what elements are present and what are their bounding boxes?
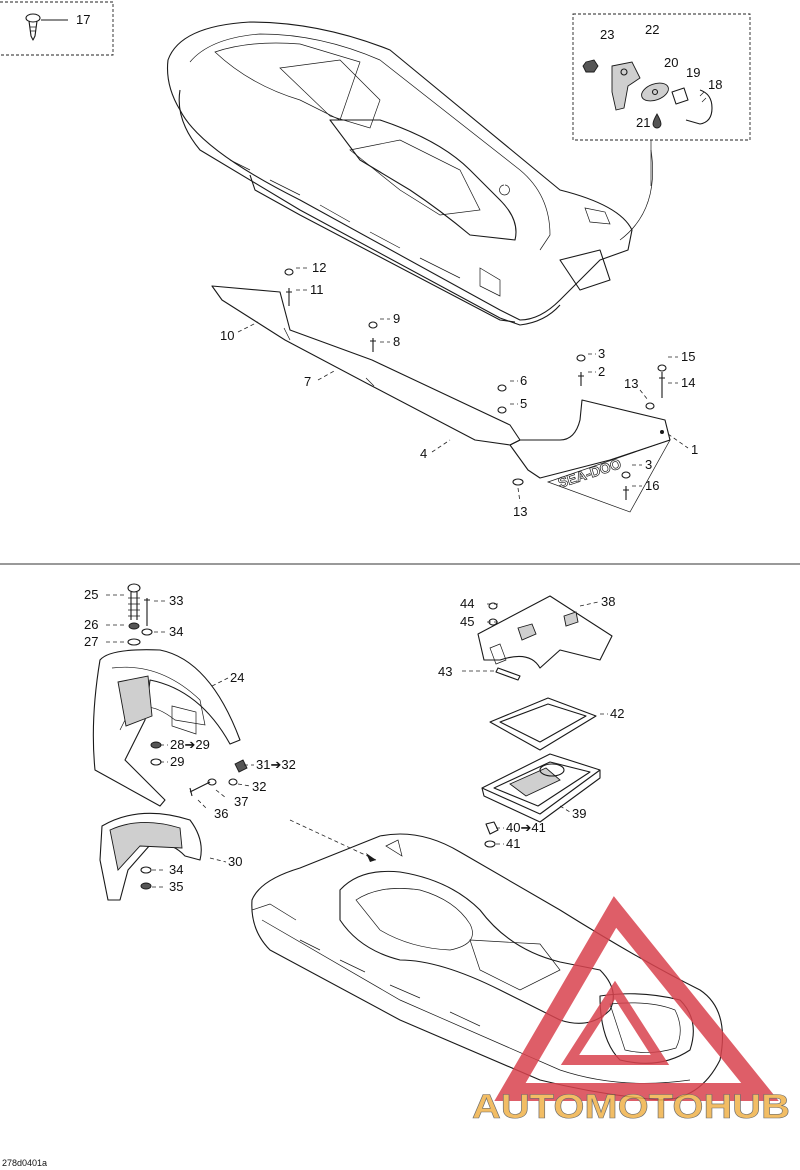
- leaders-bottom: [106, 594, 608, 888]
- automotohub-watermark: AUTOMOTOHUB: [472, 896, 790, 1126]
- callout-15: 15: [681, 349, 695, 364]
- gasket-42: [489, 697, 597, 751]
- callout-24: 24: [230, 670, 244, 685]
- callout-36: 36: [214, 806, 228, 821]
- callout-38: 38: [601, 594, 615, 609]
- side-decal-strip: [211, 285, 521, 446]
- callout-34a: 34: [169, 624, 183, 639]
- bracket-30: [99, 812, 202, 901]
- callout-45: 45: [460, 614, 474, 629]
- callout-44: 44: [460, 596, 474, 611]
- callout-12: 12: [312, 260, 326, 275]
- callout-19: 19: [686, 65, 700, 80]
- decal-logo-text: SEA-DOO: [556, 455, 623, 490]
- nut-23: [582, 59, 599, 73]
- grab-handle-24: [92, 649, 241, 807]
- callout-17: 17: [76, 12, 90, 27]
- watermark-text: AUTOMOTOHUB: [472, 1088, 790, 1126]
- callout-18: 18: [708, 77, 722, 92]
- callout-6: 6: [520, 373, 527, 388]
- upper-deck-drawing: [166, 21, 633, 326]
- callout-25: 25: [84, 587, 98, 602]
- callout-39: 39: [572, 806, 586, 821]
- callout-28: 28➔29: [170, 737, 210, 752]
- callout-21: 21: [636, 115, 650, 130]
- callout-35: 35: [169, 879, 183, 894]
- box-leader: [619, 149, 654, 241]
- callout-10: 10: [220, 328, 234, 343]
- callout-16: 16: [645, 478, 659, 493]
- pin-43: [495, 667, 521, 681]
- callout-37: 37: [234, 794, 248, 809]
- push-rivet-icon: [25, 13, 41, 41]
- drawing-reference: 278d0401a: [2, 1158, 47, 1168]
- callout-20: 20: [664, 55, 678, 70]
- callout-33: 33: [169, 593, 183, 608]
- callout-labels: 17 22 23 20 19 18 21 12 11 10 9 8 7 6 5 …: [2, 12, 722, 1168]
- storage-lid-38: [477, 595, 613, 669]
- callout-2: 2: [598, 364, 605, 379]
- callout-43: 43: [438, 664, 452, 679]
- callout-13a: 13: [624, 376, 638, 391]
- callout-32: 32: [252, 779, 266, 794]
- fasteners-top: [284, 268, 667, 500]
- callout-14: 14: [681, 375, 695, 390]
- callout-8: 8: [393, 334, 400, 349]
- callout-7: 7: [304, 374, 311, 389]
- callout-9: 9: [393, 311, 400, 326]
- callout-3a: 3: [598, 346, 605, 361]
- callout-29: 29: [170, 754, 184, 769]
- watermark-triangle-icon: [494, 896, 779, 1101]
- callout-1: 1: [691, 442, 698, 457]
- callout-5: 5: [520, 396, 527, 411]
- callout-26: 26: [84, 617, 98, 632]
- callout-31: 31➔32: [256, 757, 296, 772]
- detail-box-18-23: [572, 13, 751, 186]
- plate-20: [641, 82, 669, 102]
- callout-27: 27: [84, 634, 98, 649]
- callout-34b: 34: [169, 862, 183, 877]
- u-bolt-18: [685, 89, 713, 125]
- callout-13b: 13: [513, 504, 527, 519]
- decal-1: SEA-DOO: [509, 399, 671, 513]
- assembly-arrow: [289, 819, 377, 861]
- callout-42: 42: [610, 706, 624, 721]
- sealant-drop-21: [652, 113, 662, 129]
- callout-40: 40➔41: [506, 820, 546, 835]
- washer-19: [671, 87, 689, 105]
- callout-3b: 3: [645, 457, 652, 472]
- nut-40: [484, 821, 499, 848]
- callout-11: 11: [310, 282, 324, 297]
- callout-4: 4: [420, 446, 427, 461]
- leaders-top: [237, 267, 689, 503]
- callout-30: 30: [228, 854, 242, 869]
- callout-22: 22: [645, 22, 659, 37]
- detail-box-17: [0, 1, 114, 56]
- storage-tray-39: [481, 753, 601, 823]
- callout-23: 23: [600, 27, 614, 42]
- bracket-22: [611, 61, 641, 111]
- fasteners-handle: [127, 583, 248, 890]
- callout-41: 41: [506, 836, 520, 851]
